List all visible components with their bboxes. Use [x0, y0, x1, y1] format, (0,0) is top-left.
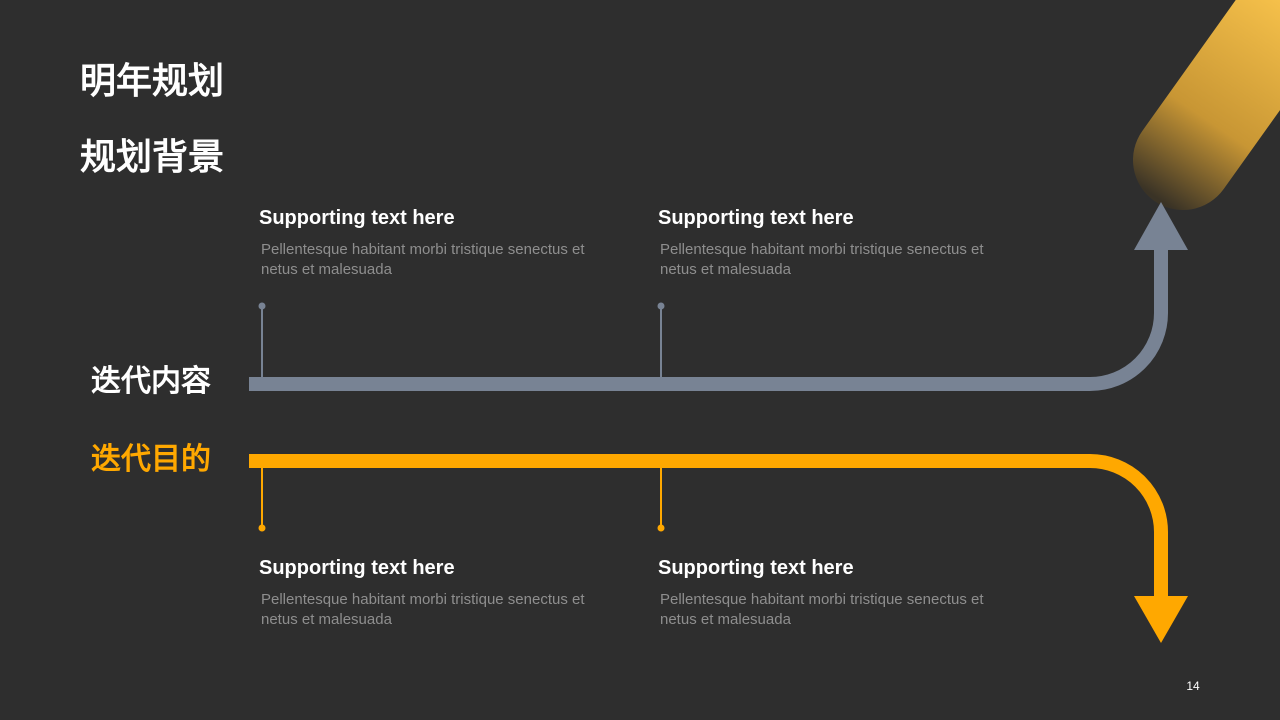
purpose-card-1: Supporting text here Pellentesque habita… — [259, 556, 619, 630]
purpose-card-2: Supporting text here Pellentesque habita… — [658, 556, 1018, 630]
card-body: Pellentesque habitant morbi tristique se… — [660, 591, 984, 628]
page-number: 14 — [1186, 679, 1200, 693]
content-tick-dot-1 — [258, 302, 266, 310]
purpose-label: 迭代目的 — [91, 442, 211, 477]
down-arrow-icon — [1134, 596, 1188, 643]
card-body: Pellentesque habitant morbi tristique se… — [261, 241, 585, 278]
page-subtitle: 规划背景 — [80, 137, 225, 178]
card-body: Pellentesque habitant morbi tristique se… — [261, 591, 585, 628]
content-card-2: Supporting text here Pellentesque habita… — [658, 206, 1018, 280]
up-arrow-icon — [1134, 202, 1188, 250]
card-body: Pellentesque habitant morbi tristique se… — [660, 241, 984, 278]
page-title: 明年规划 — [80, 61, 225, 102]
gold-accent-bar — [1133, 0, 1280, 210]
card-heading: Supporting text here — [658, 557, 854, 579]
card-heading: Supporting text here — [259, 207, 455, 229]
content-tick-dot-2 — [657, 302, 665, 310]
purpose-track — [249, 454, 1168, 600]
card-heading: Supporting text here — [658, 207, 854, 229]
purpose-tick-dot-2 — [657, 524, 665, 532]
content-label: 迭代内容 — [91, 364, 211, 399]
purpose-tick-dot-1 — [258, 524, 266, 532]
content-track — [249, 240, 1168, 391]
card-heading: Supporting text here — [259, 557, 455, 579]
content-card-1: Supporting text here Pellentesque habita… — [259, 206, 619, 280]
